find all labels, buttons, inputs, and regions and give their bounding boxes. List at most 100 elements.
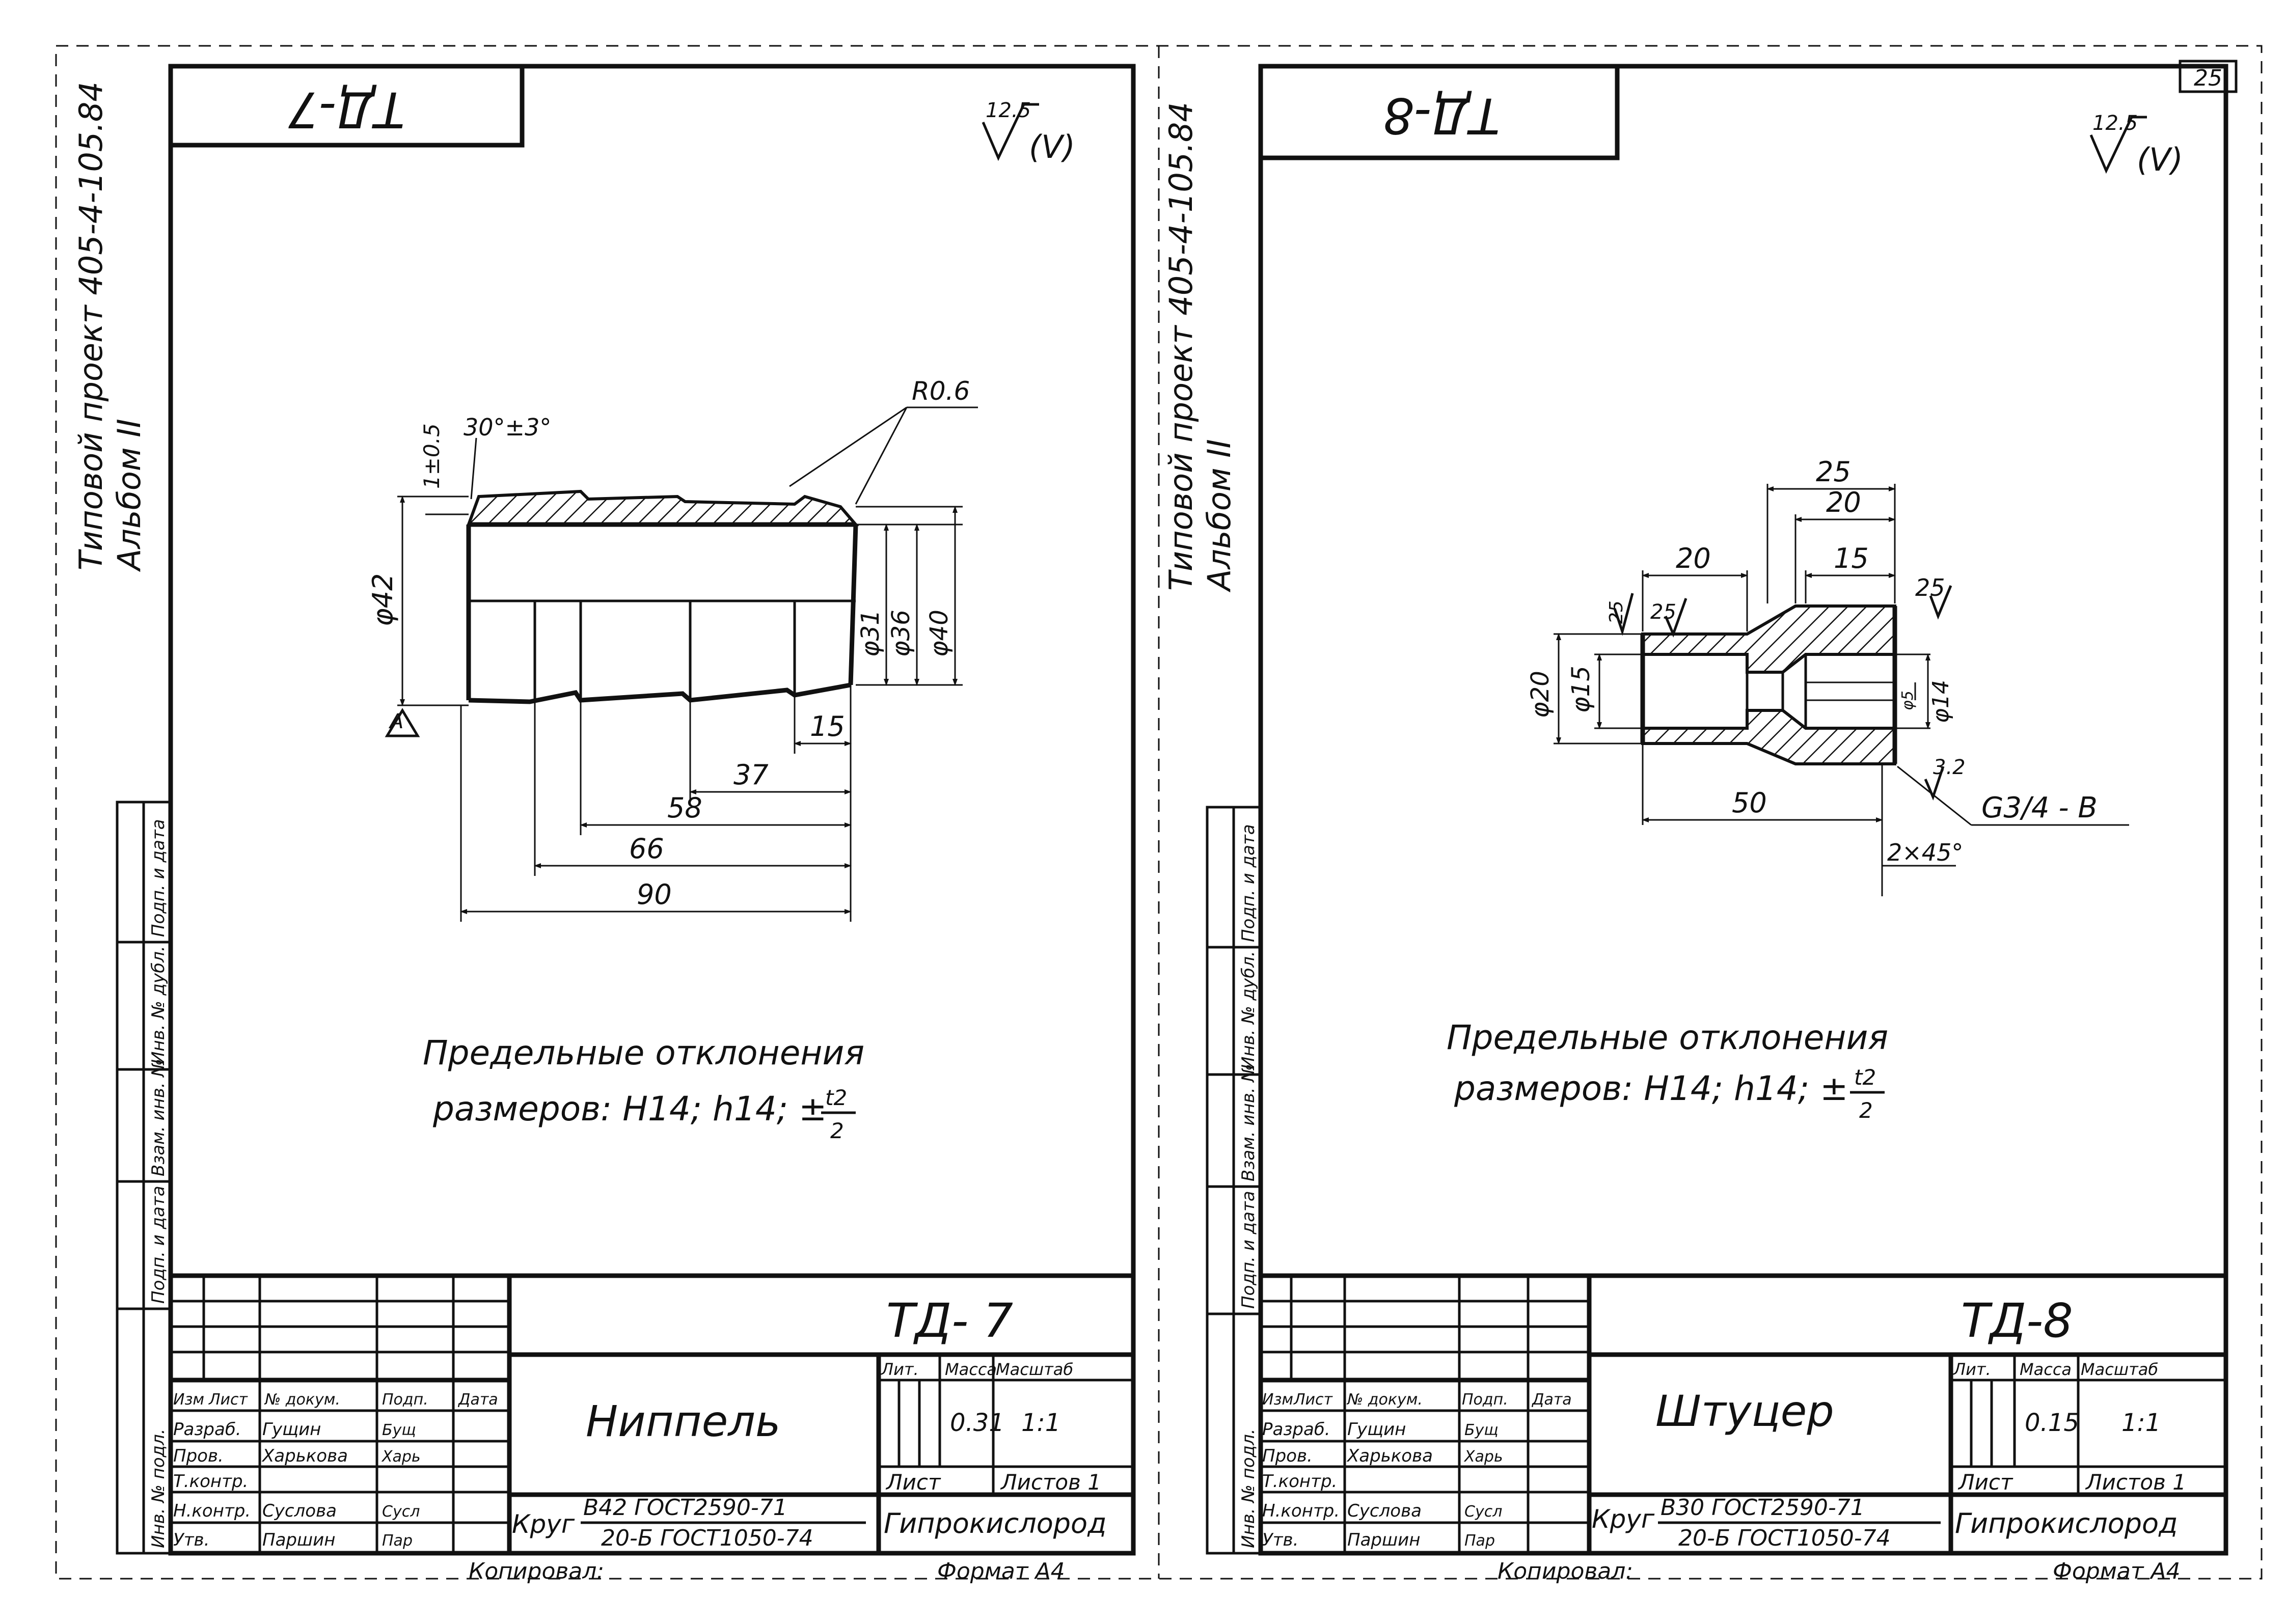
right-tb-sign-5: Пар xyxy=(1464,1532,1495,1550)
nipple-dim-15: 15 xyxy=(810,710,845,742)
right-sheet: ТД-8 Типовой проект 405-4-105.84 Альбом … xyxy=(1162,64,2228,1584)
right-tb-role-5: Утв. xyxy=(1262,1530,1298,1550)
right-title-block: Изм Лист № докум. Подп. Дата Разраб. Гущ… xyxy=(1258,1273,2228,1556)
fitting-dim-d15: φ15 xyxy=(1567,666,1595,713)
right-tb-name-5: Паршин xyxy=(1347,1530,1420,1550)
right-tb-material-2: 20-Б ГОСТ1050-74 xyxy=(1678,1525,1891,1551)
right-tb-sign-4: Сусл xyxy=(1464,1503,1502,1521)
fitting-dim-50: 50 xyxy=(1732,787,1767,819)
right-roughness-value: 12.5 xyxy=(2092,112,2138,135)
left-tb-material-prefix: Круг xyxy=(512,1509,575,1539)
fitting-rough-b: 25 xyxy=(1650,600,1676,624)
left-side-col-1: Инв. № подл. xyxy=(148,1428,169,1548)
right-copied: Копировал: xyxy=(1498,1558,1633,1584)
right-side-album: Альбом II xyxy=(1201,439,1238,593)
left-side-col-2: Подп. и дата xyxy=(148,1186,169,1304)
left-tb-role-3: Т.контр. xyxy=(173,1471,248,1492)
left-tb-scale-label: Масштаб xyxy=(996,1360,1073,1379)
fitting-chamfer: 2×45° xyxy=(1887,839,1963,866)
right-tb-name-4: Суслова xyxy=(1347,1501,1422,1521)
nipple-dim-d40: φ40 xyxy=(925,610,954,657)
fitting-rough-32: 3.2 xyxy=(1933,756,1966,779)
right-tb-role-2: Пров. xyxy=(1262,1446,1313,1466)
right-tb-name: Штуцер xyxy=(1655,1386,1834,1436)
left-tb-h-date: Дата xyxy=(457,1391,498,1409)
fitting-dim-20-left: 20 xyxy=(1676,542,1711,574)
left-tb-mass: 0.31 xyxy=(950,1409,1004,1437)
left-title-block: Изм Лист № докум. Подп. Дата Разраб. Гущ… xyxy=(168,1273,1136,1556)
left-sheet: ТД-7 Типовой проект 405-4-105.84 Альбом … xyxy=(72,64,1136,1584)
right-tb-scale-label: Масштаб xyxy=(2081,1360,2158,1379)
nipple-dim-90: 90 xyxy=(637,878,672,911)
left-note-frac-bottom: 2 xyxy=(830,1118,844,1143)
right-tb-role-3: Т.контр. xyxy=(1262,1471,1337,1492)
fitting-dim-d20: φ20 xyxy=(1526,671,1555,718)
nipple-dim-58: 58 xyxy=(667,792,702,824)
right-tb-sheet: Лист xyxy=(1957,1470,2013,1495)
left-format: Формат А4 xyxy=(937,1558,1065,1584)
left-stamp-rotated: ТД-7 xyxy=(288,81,404,138)
nipple-dim-d42: φ42 xyxy=(367,573,399,626)
right-tb-h-sign: Подп. xyxy=(1462,1391,1508,1409)
left-tb-name-1: Гущин xyxy=(262,1419,321,1440)
nipple-dim-radius: R0.6 xyxy=(912,376,970,406)
fitting-dim-d5: φ5 xyxy=(1899,691,1917,710)
left-tb-role-4: Н.контр. xyxy=(173,1501,251,1521)
right-tb-material-prefix: Круг xyxy=(1592,1504,1655,1534)
left-tb-mass-label: Масса xyxy=(945,1360,997,1379)
right-roughness-symbol: 12.5 (V) xyxy=(2089,112,2183,178)
left-tb-sheet: Лист xyxy=(885,1470,941,1495)
left-side-col-3: Взам. инв. № xyxy=(148,1059,169,1176)
right-side-col-3: Взам. инв. № xyxy=(1238,1064,1259,1181)
left-tb-material-2: 20-Б ГОСТ1050-74 xyxy=(601,1525,813,1551)
right-tb-name-2: Харькова xyxy=(1346,1446,1433,1466)
left-tb-name-2: Харькова xyxy=(261,1446,348,1466)
left-side-project: Типовой проект 405-4-105.84 xyxy=(72,81,110,570)
left-tb-h-doc: № докум. xyxy=(264,1391,340,1409)
left-stamp-box xyxy=(168,64,525,148)
fitting-rough-c: 25 xyxy=(1915,574,1945,601)
nipple-dim-37: 37 xyxy=(733,759,769,791)
sheet-number: 25 xyxy=(2194,65,2222,91)
right-tb-role-4: Н.контр. xyxy=(1262,1501,1340,1521)
left-tb-sign-4: Сусл xyxy=(382,1503,420,1521)
nipple-dim-angle: 30°±3° xyxy=(464,414,551,441)
right-side-col-1: Инв. № подл. xyxy=(1238,1428,1259,1548)
right-tb-name-1: Гущин xyxy=(1347,1419,1406,1440)
nipple-dim-66: 66 xyxy=(629,833,664,865)
right-format: Формат А4 xyxy=(2053,1558,2181,1584)
left-side-col-4: Инв. № дубл. xyxy=(148,946,169,1064)
nipple-dim-d31: φ31 xyxy=(856,610,885,657)
right-note-line2: размеров: H14; h14; ± xyxy=(1454,1069,1848,1108)
left-tb-sign-5: Пар xyxy=(382,1532,413,1550)
left-note-line2: размеров: H14; h14; ± xyxy=(432,1089,827,1128)
left-note-line1: Предельные отклонения xyxy=(423,1033,864,1072)
right-note-line1: Предельные отклонения xyxy=(1447,1018,1888,1057)
left-tb-h-izm: Изм xyxy=(173,1391,204,1409)
left-tb-sign-1: Бущ xyxy=(382,1421,416,1439)
right-side-col-4: Инв. № дубл. xyxy=(1238,951,1259,1069)
right-tb-scale: 1:1 xyxy=(2121,1409,2161,1437)
left-note-frac-top: t2 xyxy=(825,1085,847,1110)
right-tb-sheets: Листов 1 xyxy=(2085,1470,2186,1495)
right-tb-mass: 0.15 xyxy=(2025,1409,2079,1437)
left-tb-sign-2: Харь xyxy=(381,1448,421,1466)
right-tb-h-izm: Изм xyxy=(1262,1391,1293,1409)
left-tb-lit: Лит. xyxy=(881,1360,919,1379)
fitting-dim-15-top: 15 xyxy=(1834,542,1869,574)
left-tb-h-list: Лист xyxy=(208,1391,249,1409)
right-note-frac-bottom: 2 xyxy=(1859,1098,1873,1123)
left-tb-role-2: Пров. xyxy=(173,1446,224,1466)
left-tb-role-1: Разраб. xyxy=(173,1419,241,1440)
fitting-drawing: 25 20 15 20 25 25 25 φ20 φ15 φ5 xyxy=(1526,456,2129,896)
left-roughness-symbol: 12.5 (V) xyxy=(982,99,1075,166)
nipple-dim-d36: φ36 xyxy=(887,610,915,657)
left-tb-designation: ТД- 7 xyxy=(886,1293,1013,1348)
left-tb-org: Гипрокислород xyxy=(884,1507,1106,1539)
right-stamp-rotated: ТД-8 xyxy=(1383,87,1500,144)
left-tb-scale: 1:1 xyxy=(1021,1409,1060,1437)
right-stamp-box xyxy=(1258,64,1620,160)
nipple-drawing: 30°±3° 1±0.5 R0.6 φ42 A φ31 xyxy=(367,376,978,922)
right-tb-material-1: В30 ГОСТ2590-71 xyxy=(1661,1495,1865,1521)
fitting-dim-20-top: 20 xyxy=(1826,486,1861,518)
